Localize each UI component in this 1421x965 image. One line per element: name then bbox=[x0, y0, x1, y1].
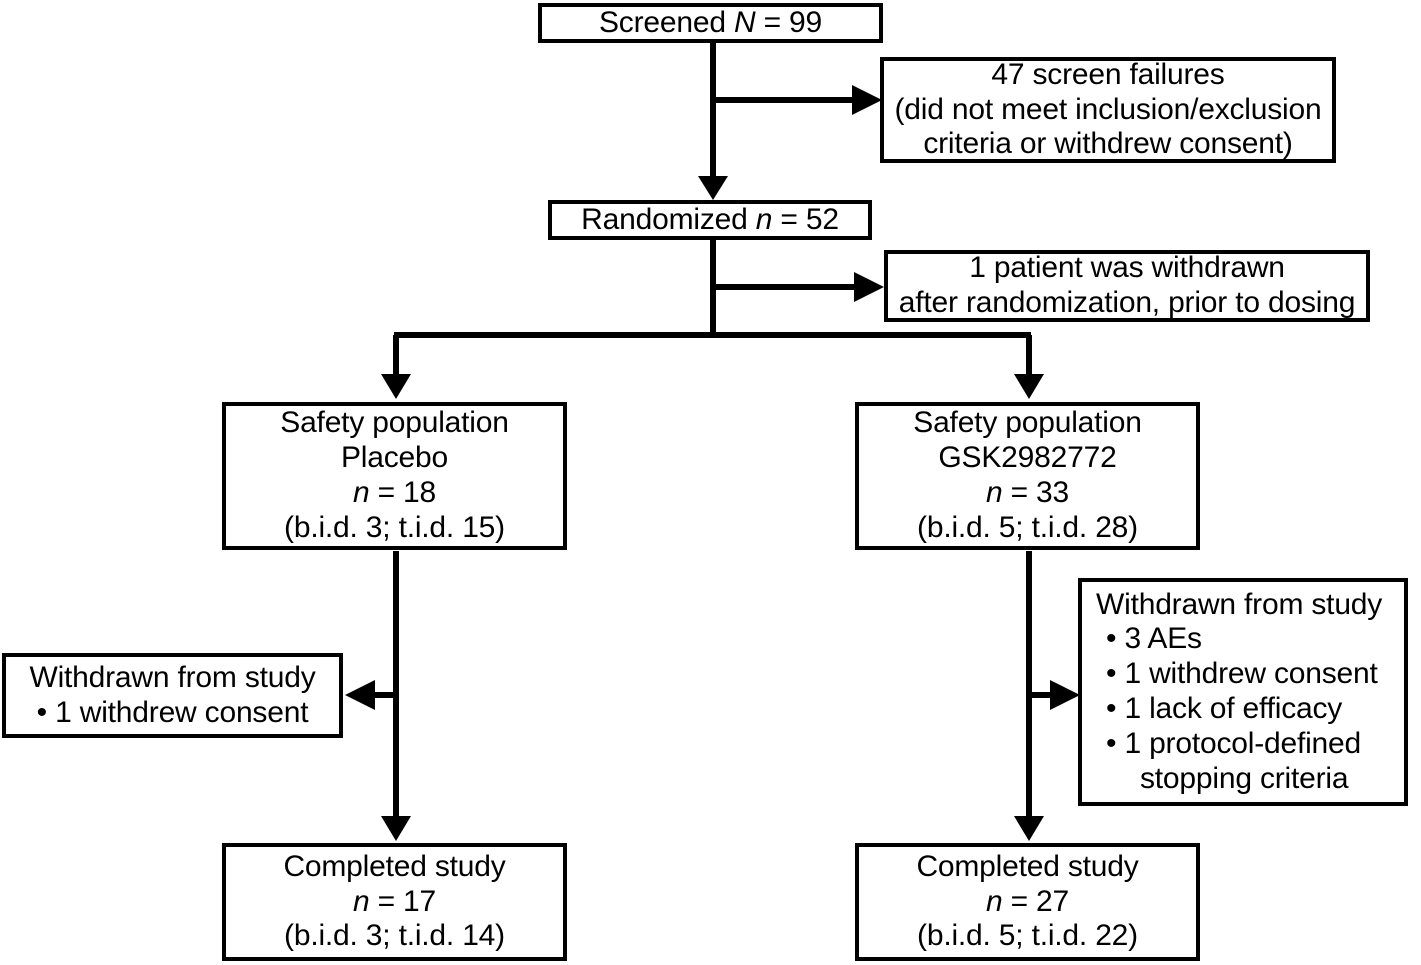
withdrawn-from-study-gsk2982772-box: Withdrawn from study • 3 AEs • 1 withdre… bbox=[1078, 578, 1408, 806]
completed-drug-line-3: (b.i.d. 5; t.i.d. 22) bbox=[917, 919, 1138, 953]
screen-failures-line-1: 47 screen failures bbox=[991, 57, 1225, 91]
withdrawn-placebo-bullet-1: • 1 withdrew consent bbox=[36, 695, 309, 729]
screen-failures-line-3: criteria or withdrew consent) bbox=[923, 127, 1293, 161]
withdrawn-drug-bullet-1: • 3 AEs bbox=[1106, 622, 1202, 656]
completed-study-placebo-box: Completed study n = 17 (b.i.d. 3; t.i.d.… bbox=[222, 843, 567, 961]
screened-box: Screened N = 99 bbox=[538, 3, 883, 43]
safety-placebo-line-1: Safety population bbox=[280, 406, 509, 440]
withdrawn-pre-dose-line-1: 1 patient was withdrawn bbox=[969, 251, 1285, 285]
withdrawn-drug-bullet-3: • 1 lack of efficacy bbox=[1106, 692, 1343, 725]
randomized-to-safety-placebo-arrow bbox=[381, 335, 411, 399]
completed-drug-line-2: n = 27 bbox=[985, 884, 1070, 918]
withdrawn-drug-bullet-4-continuation: stopping criteria bbox=[1140, 761, 1349, 795]
withdrawn-drug-header: Withdrawn from study bbox=[1096, 587, 1383, 621]
safety-placebo-line-2: Placebo bbox=[340, 441, 448, 475]
safety-drug-line-1: Safety population bbox=[913, 406, 1142, 440]
withdrawn-before-dosing-box: 1 patient was withdrawn after randomizat… bbox=[884, 250, 1370, 322]
safety-placebo-to-withdrawn-arrow bbox=[345, 680, 396, 710]
safety-placebo-to-completed-arrow bbox=[381, 816, 411, 841]
completed-placebo-line-1: Completed study bbox=[283, 849, 506, 883]
withdrawn-pre-dose-line-2: after randomization, prior to dosing bbox=[898, 286, 1356, 319]
safety-placebo-line-4: (b.i.d. 3; t.i.d. 15) bbox=[284, 510, 505, 544]
screen-failures-line-2: (did not meet inclusion/exclusion bbox=[894, 92, 1322, 126]
safety-drug-to-withdrawn-arrow bbox=[1029, 680, 1080, 710]
screened-label: Screened N = 99 bbox=[599, 5, 822, 39]
safety-placebo-line-3: n = 18 bbox=[352, 476, 437, 509]
safety-population-placebo-box: Safety population Placebo n = 18 (b.i.d.… bbox=[222, 402, 567, 550]
completed-placebo-line-2: n = 17 bbox=[352, 884, 437, 918]
randomized-box: Randomized n = 52 bbox=[548, 200, 872, 240]
completed-study-gsk2982772-box: Completed study n = 27 (b.i.d. 5; t.i.d.… bbox=[855, 843, 1200, 961]
randomized-to-safety-drug-arrow bbox=[1014, 335, 1044, 399]
safety-drug-line-3: n = 33 bbox=[985, 476, 1070, 509]
screened-to-screen-failures-arrow bbox=[713, 85, 882, 115]
screened-to-randomized-arrow bbox=[698, 41, 728, 200]
screen-failures-box: 47 screen failures (did not meet inclusi… bbox=[880, 57, 1336, 163]
safety-drug-line-4: (b.i.d. 5; t.i.d. 28) bbox=[917, 510, 1138, 544]
safety-drug-line-2: GSK2982772 bbox=[938, 441, 1117, 475]
safety-population-gsk2982772-box: Safety population GSK2982772 n = 33 (b.i… bbox=[855, 402, 1200, 550]
withdrawn-from-study-placebo-box: Withdrawn from study • 1 withdrew consen… bbox=[2, 653, 343, 738]
withdrawn-placebo-header: Withdrawn from study bbox=[29, 660, 316, 694]
randomized-label: Randomized n = 52 bbox=[581, 202, 839, 236]
withdrawn-drug-bullet-4: • 1 protocol-defined bbox=[1106, 726, 1362, 760]
completed-placebo-line-3: (b.i.d. 3; t.i.d. 14) bbox=[284, 919, 505, 953]
withdrawn-drug-bullet-2: • 1 withdrew consent bbox=[1106, 657, 1378, 691]
safety-drug-to-completed-arrow bbox=[1014, 816, 1044, 841]
randomized-to-withdrawn-pre-dose-arrow bbox=[713, 272, 884, 302]
completed-drug-line-1: Completed study bbox=[916, 849, 1139, 883]
